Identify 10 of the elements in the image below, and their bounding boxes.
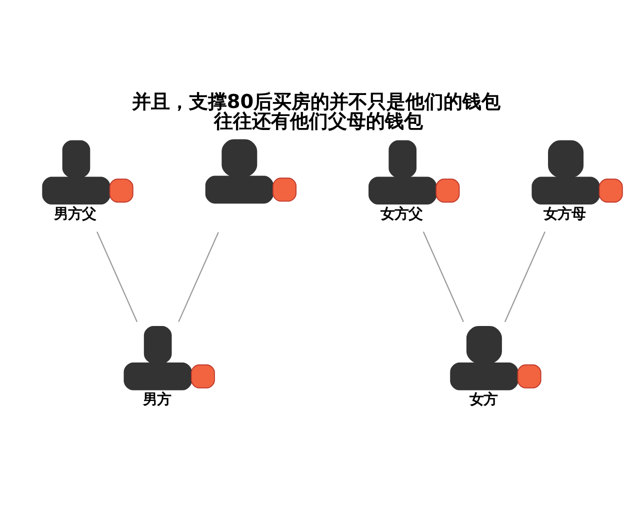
- connector: [178, 231, 219, 322]
- diagram-title: 并且，支撑80后买房的并不只是他们的钱包往往还有他们父母的钱包: [132, 90, 501, 132]
- node-label: 女方: [469, 392, 498, 408]
- node-label: 男方: [142, 392, 171, 408]
- node-label: 女方父: [380, 206, 423, 222]
- connector: [504, 231, 546, 322]
- node-label: 男方父: [54, 206, 96, 222]
- connector: [422, 231, 464, 322]
- node-label: 女方母: [544, 206, 586, 222]
- connector: [96, 231, 138, 322]
